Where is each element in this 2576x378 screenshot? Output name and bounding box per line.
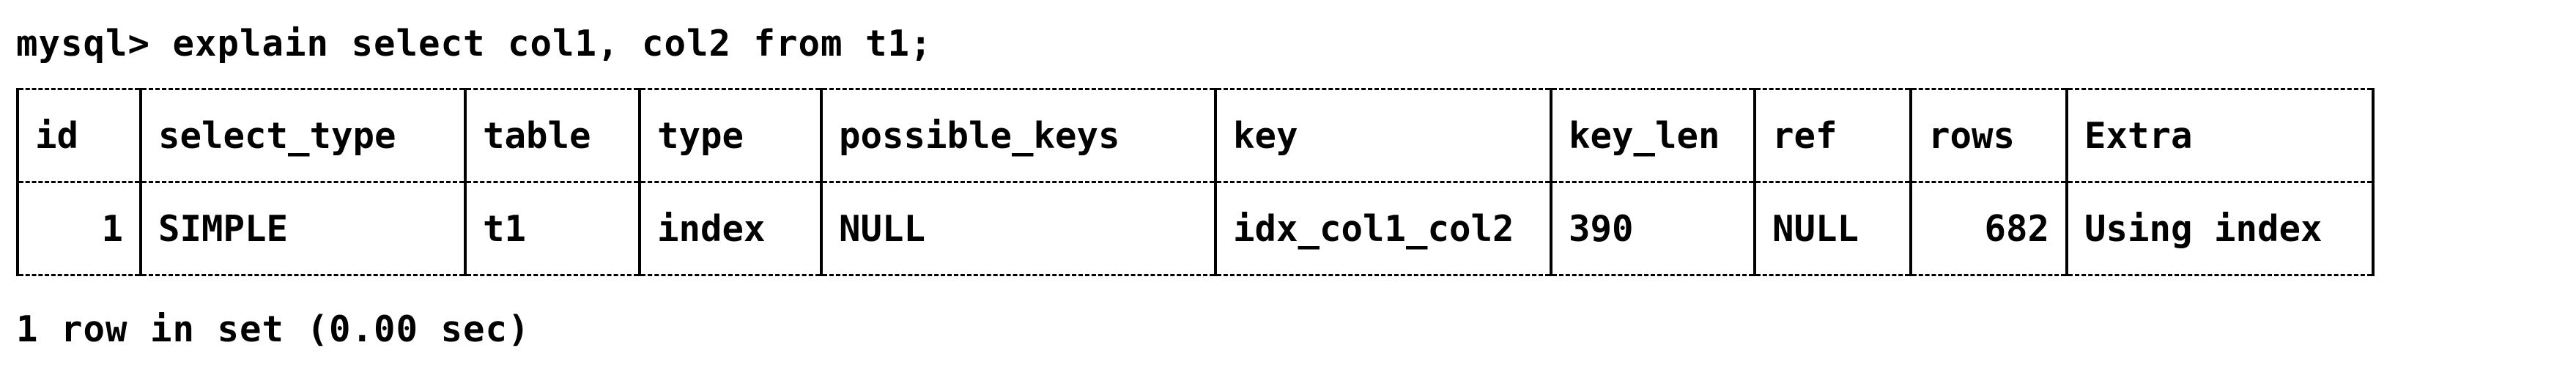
cell-table: t1 bbox=[464, 182, 641, 275]
header-rows: rows bbox=[1909, 89, 2068, 182]
cell-key: idx_col1_col2 bbox=[1214, 182, 1552, 275]
header-extra: Extra bbox=[2065, 89, 2375, 182]
header-select-type: select_type bbox=[139, 89, 467, 182]
header-type: type bbox=[638, 89, 823, 182]
cell-rows: 682 bbox=[1909, 182, 2068, 275]
explain-result-table: id select_type table type possible_keys … bbox=[16, 88, 2375, 276]
prompt: mysql> bbox=[16, 23, 151, 64]
header-key: key bbox=[1214, 89, 1552, 182]
cell-select-type: SIMPLE bbox=[139, 182, 467, 275]
cell-key-len: 390 bbox=[1550, 182, 1756, 275]
header-id: id bbox=[16, 89, 142, 182]
command-line: mysql> explain select col1, col2 from t1… bbox=[16, 22, 933, 66]
cell-type: index bbox=[638, 182, 823, 275]
header-ref: ref bbox=[1753, 89, 1912, 182]
header-table: table bbox=[464, 89, 641, 182]
table-header-row: id select_type table type possible_keys … bbox=[16, 89, 2375, 182]
cell-ref: NULL bbox=[1753, 182, 1912, 275]
cell-id: 1 bbox=[16, 182, 142, 275]
cell-possible-keys: NULL bbox=[820, 182, 1217, 275]
header-possible-keys: possible_keys bbox=[820, 89, 1217, 182]
table-row: 1 SIMPLE t1 index NULL idx_col1_col2 390… bbox=[16, 182, 2375, 275]
cell-extra: Using index bbox=[2065, 182, 2375, 275]
result-summary: 1 row in set (0.00 sec) bbox=[16, 308, 530, 350]
header-key-len: key_len bbox=[1550, 89, 1756, 182]
sql-command: explain select col1, col2 from t1; bbox=[172, 23, 933, 64]
